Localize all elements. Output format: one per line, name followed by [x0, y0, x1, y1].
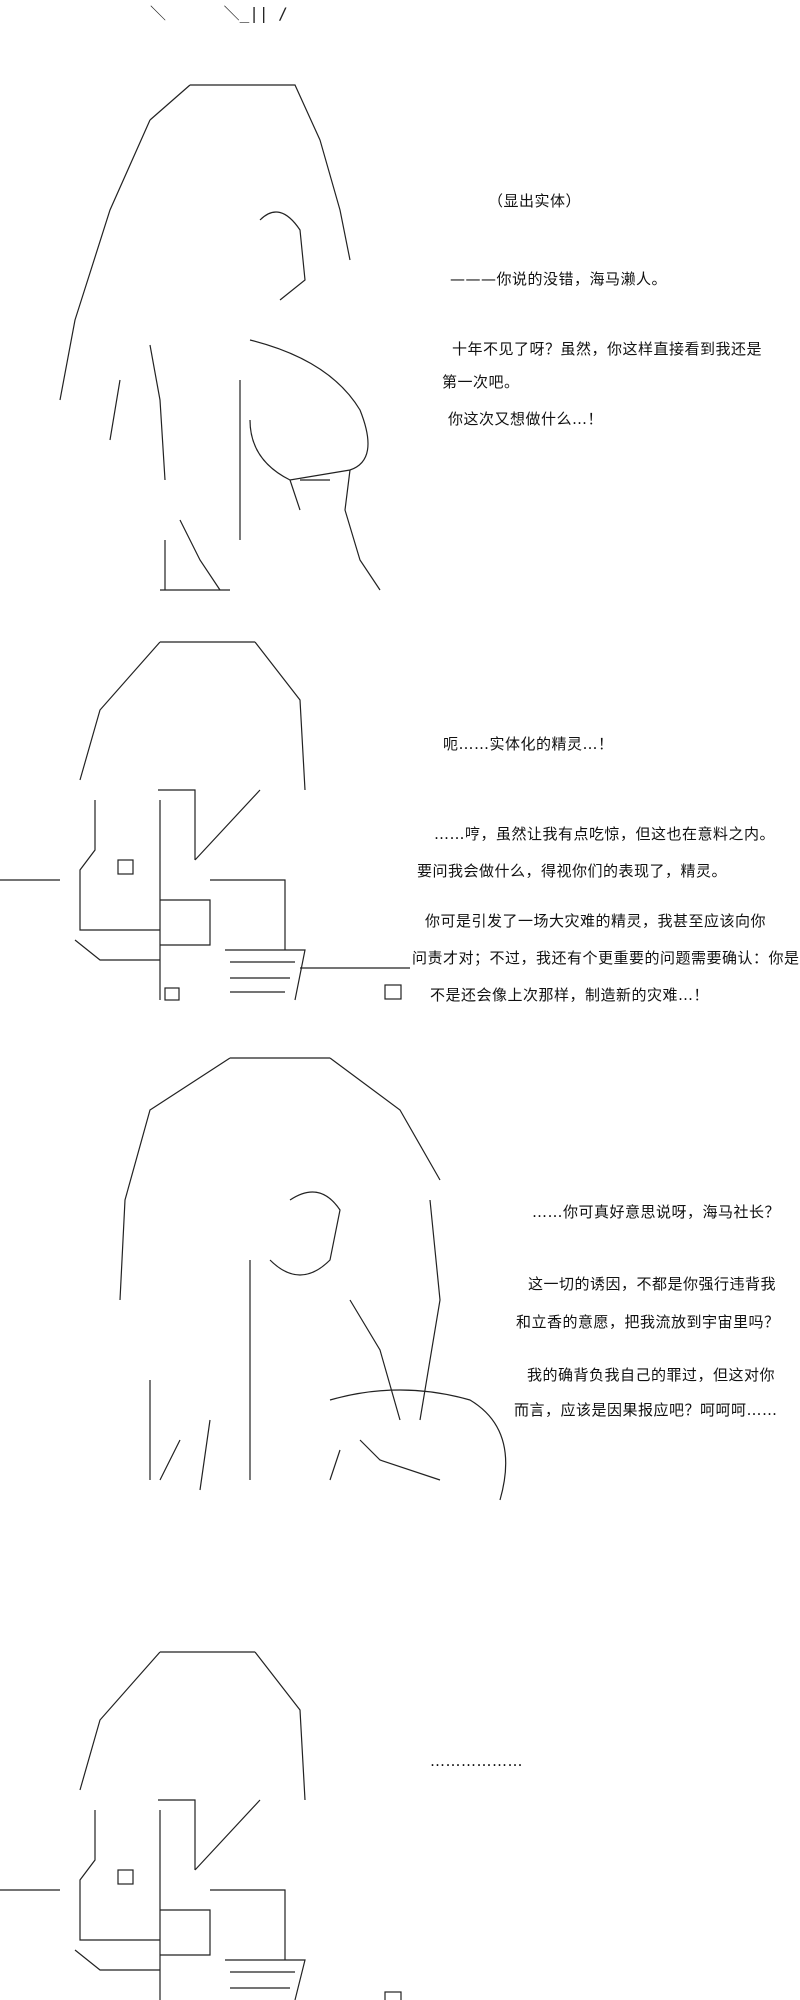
- dialogue-line: ———你说的没错，海马濑人。: [450, 270, 668, 288]
- dialogue-line: 你可是引发了一场大灾难的精灵，我甚至应该向你: [425, 912, 767, 930]
- character-figure-4: [0, 1651, 402, 2000]
- character-figure-3: [119, 1057, 507, 1501]
- dialogue-line: ………………: [430, 1752, 523, 1770]
- dialogue-line: 你这次又想做什么…！: [448, 410, 604, 428]
- dialogue-line: ……你可真好意思说呀，海马社长？: [532, 1203, 781, 1221]
- character-figure-1: [59, 84, 381, 591]
- dialogue-line: 呃……实体化的精灵…！: [443, 735, 614, 753]
- dialogue-line: 我的确背负我自己的罪过，但这对你: [527, 1366, 776, 1384]
- dialogue-line: 不是还会像上次那样，制造新的灾难…！: [430, 986, 710, 1004]
- dialogue-line: 第一次吧。: [442, 373, 520, 391]
- dialogue-line: 和立香的意愿，把我流放到宇宙里吗？: [516, 1313, 780, 1331]
- dialogue-line: 十年不见了呀？虽然，你这样直接看到我还是: [452, 340, 763, 358]
- dialogue-line: 要问我会做什么，得视你们的表现了，精灵。: [417, 862, 728, 880]
- ascii-art-fragment: ＼ ＼_|| /: [150, 4, 288, 23]
- dialogue-line: 而言，应该是因果报应吧？呵呵呵……: [514, 1401, 778, 1419]
- dialogue-line: 问责才对；不过，我还有个更重要的问题需要确认：你是: [412, 949, 800, 967]
- dialogue-line: （显出实体）: [488, 192, 582, 210]
- dialogue-line: ……哼，虽然让我有点吃惊，但这也在意料之内。: [434, 825, 776, 843]
- dialogue-line: 这一切的诱因，不都是你强行违背我: [528, 1275, 777, 1293]
- character-figure-2: [0, 641, 410, 1001]
